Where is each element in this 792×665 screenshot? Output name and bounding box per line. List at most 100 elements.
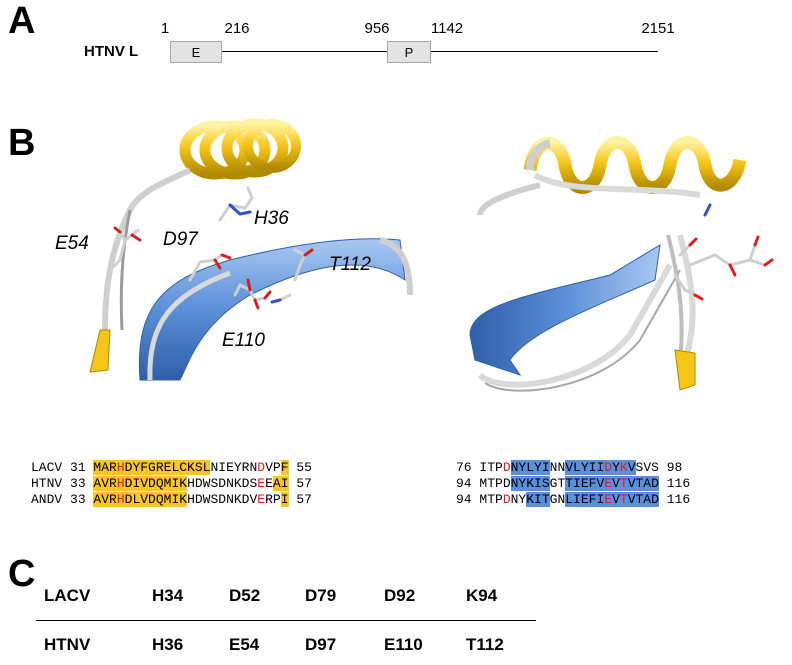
sequence-segment: H: [116, 492, 125, 507]
sequence-segment: E: [604, 492, 613, 507]
sequence-segment: HDWSDNKDS: [187, 476, 258, 491]
sequence-segment: ITP: [479, 460, 503, 475]
beta-sheet: [138, 238, 406, 381]
table-row-header: HTNV: [44, 635, 91, 654]
sequence-segment: D: [502, 492, 511, 507]
side-chains: [673, 203, 774, 301]
sequence-segment: E: [604, 476, 613, 491]
strand-end: [89, 329, 111, 373]
table-cell: D79: [305, 586, 337, 605]
sequence-segment: GN: [549, 492, 566, 507]
alignment-row: LACV 31 MARHDYFGRELCKSLNIEYRNDVPF 55: [31, 460, 312, 476]
table-row-header: LACV: [44, 586, 91, 605]
sequence-segment: KIT: [526, 492, 550, 507]
beta-sheet: [469, 244, 661, 376]
sequence-segment: NYLYI: [510, 460, 550, 475]
sequence-end: 116: [658, 476, 691, 491]
sequence-segment: H: [116, 460, 125, 475]
sequence-segment: V: [612, 492, 620, 507]
sequence-segment: RP: [265, 492, 281, 507]
structure-right: [469, 136, 774, 392]
residue-label: T112: [329, 254, 371, 275]
sequence-segment: E: [257, 476, 266, 491]
sequence-segment: DIVDQMIK: [124, 476, 188, 491]
sequence-segment: NN: [549, 460, 566, 475]
sequence-end: 57: [288, 492, 312, 507]
alignment-row: 94 MTPDNYKITGNLIEFIEVTVTAD 116: [456, 492, 690, 508]
sequence-end: 55: [288, 460, 312, 475]
alignment-row: 94 MTPDNYKISGTTIEFVEVTVTAD 116: [456, 476, 690, 492]
sequence-start: 76: [456, 460, 480, 475]
domain-label-e: E: [191, 44, 201, 60]
table-cell: D92: [384, 586, 416, 605]
domain-label-p: P: [404, 44, 414, 60]
domain-box-p: P: [387, 41, 431, 63]
sequence-segment: D: [604, 460, 613, 475]
sequence-segment: H: [116, 476, 125, 491]
sequence-segment: DLVDQMIK: [124, 492, 188, 507]
table-cell: D52: [229, 586, 261, 605]
sequence-segment: F: [280, 460, 289, 475]
panel-a-label: A: [8, 0, 36, 42]
sequence-segment: D: [502, 476, 511, 491]
sequence-segment: VLYII: [565, 460, 605, 475]
position-label: 1142: [430, 20, 464, 37]
sequence-segment: V: [612, 476, 620, 491]
position-label: 216: [224, 20, 250, 37]
table-cell: K94: [466, 586, 498, 605]
sequence-segment: Y: [612, 460, 620, 475]
sequence-start: 94: [456, 492, 480, 507]
sequence-segment: AI: [272, 476, 289, 491]
sequence-start: 31: [70, 460, 94, 475]
sequence-segment: T: [619, 492, 628, 507]
residue-label: E54: [55, 233, 89, 254]
sequence-segment: NYKIS: [510, 476, 550, 491]
sequence-segment: E: [257, 492, 266, 507]
table-cell: E54: [229, 635, 260, 654]
sequence-segment: K: [619, 460, 628, 475]
sequence-start: 33: [70, 476, 94, 491]
protein-label: HTNV L: [84, 43, 139, 60]
alignment-row: HTNV 33 AVRHDIVDQMIKHDWSDNKDSEEAI 57: [31, 476, 312, 492]
structure-left: [89, 118, 413, 381]
sequence-name: ANDV: [31, 492, 71, 507]
sequence-segment: MTP: [479, 476, 503, 491]
loop: [533, 172, 701, 198]
panel-c-label: C: [8, 553, 36, 595]
position-label: 1: [160, 20, 170, 37]
residue-label: H36: [254, 208, 289, 229]
table-cell: D97: [305, 635, 337, 654]
sequence-segment: MTP: [479, 492, 503, 507]
sequence-segment: SVS: [635, 460, 659, 475]
sequence-segment: I: [280, 492, 289, 507]
side-chains: [108, 186, 314, 310]
alignment-row: ANDV 33 AVRHDLVDQMIKHDWSDNKDVERPI 57: [31, 492, 312, 508]
table-cell: H34: [152, 586, 184, 605]
sequence-start: 94: [456, 476, 480, 491]
sequence-segment: VTAD: [627, 492, 659, 507]
sequence-segment: D: [257, 460, 266, 475]
sequence-segment: E: [265, 476, 273, 491]
strand-end: [674, 349, 696, 391]
table-divider: [36, 620, 536, 621]
sequence-name: HTNV: [31, 476, 71, 491]
sequence-segment: AVR: [93, 476, 117, 491]
panel-b-label: B: [8, 122, 36, 164]
sequence-start: 33: [70, 492, 94, 507]
helix: [523, 136, 747, 194]
sequence-segment: T: [619, 476, 628, 491]
position-label: 2151: [641, 20, 675, 37]
sequence-end: 57: [288, 476, 312, 491]
domain-box-e: E: [170, 41, 222, 63]
sequence-name: LACV: [31, 460, 71, 475]
sequence-segment: TIEFV: [565, 476, 605, 491]
sequence-segment: VP: [265, 460, 281, 475]
sequence-segment: GT: [549, 476, 566, 491]
position-label: 956: [364, 20, 390, 37]
sequence-segment: MAR: [93, 460, 117, 475]
sequence-segment: AVR: [93, 492, 117, 507]
table-cell: T112: [466, 635, 504, 654]
sequence-segment: V: [627, 460, 636, 475]
